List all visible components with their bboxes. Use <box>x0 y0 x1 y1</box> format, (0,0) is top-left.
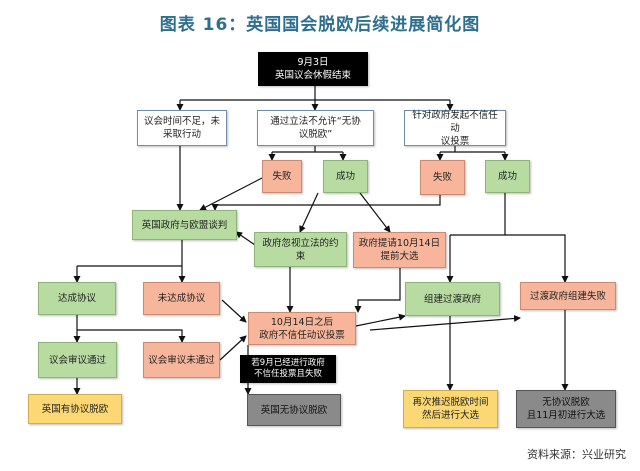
node-parl-fail: 议会审议未通过 <box>143 342 220 378</box>
connector-start-split <box>180 86 450 101</box>
node-deal-brexit: 英国有协议脱欧 <box>28 394 122 424</box>
arrow-parlfail-to-oct14 <box>219 335 247 361</box>
node-fail-1: 失败 <box>262 160 302 193</box>
node-parl-pass: 议会审议通过 <box>38 342 117 378</box>
node-oct14-vote: 10月14日之后 政府不信任动议投票 <box>248 312 356 345</box>
node-success-1: 成功 <box>323 160 368 193</box>
connector-legislate-split <box>272 146 343 153</box>
arrow-oct14-to-caretakerfail <box>369 314 521 331</box>
arrow-oct14-to-caretaker <box>355 313 406 327</box>
node-negotiate: 英国政府与欧盟谈判 <box>132 210 237 240</box>
source-note: 资料来源：兴业研究 <box>527 448 626 461</box>
node-caretaker-gov: 组建过渡政府 <box>405 282 500 316</box>
connector-negotiate-split <box>77 240 183 267</box>
node-nodeal-nov-election: 无协议脱欧 且11月初进行大选 <box>516 390 616 428</box>
node-no-deal-brexit: 英国无协议脱欧 <box>247 394 341 426</box>
node-deal-reached: 达成协议 <box>38 282 116 315</box>
connector-noconf-split <box>440 146 505 153</box>
node-success-2: 成功 <box>485 160 530 193</box>
node-note-prior-vote: 若9月已经进行政府 不信任投票且失败 <box>240 355 336 383</box>
arrow-deal-to-fail <box>77 329 186 343</box>
node-delay-election: 再次推迟脱欧时间 然后进行大选 <box>403 390 498 428</box>
node-start: 9月3日 英国议会休假结束 <box>258 52 368 86</box>
node-no-time: 议会时间不足，未 采取行动 <box>137 110 227 146</box>
arrow-election-to-oct14 <box>354 268 401 313</box>
arrow-ignore-to-negotiate <box>235 231 256 246</box>
node-ignore-law: 政府忽视立法的约束 <box>254 232 347 267</box>
arrow-success2-to-caretaker-fail <box>505 234 569 283</box>
node-no-deal-reached: 未达成协议 <box>143 282 220 315</box>
node-fail-2: 失败 <box>420 160 465 195</box>
arrow-fail1-to-negotiate <box>199 177 263 211</box>
arrow-success1-to-election <box>359 192 391 233</box>
connector-success2-down <box>450 193 506 236</box>
arrow-success1-to-ignore <box>299 192 319 233</box>
node-early-election: 政府提请10月14日 提前大选 <box>353 232 446 268</box>
node-legislate: 通过立法不允许“无协 议脱欧” <box>257 110 374 146</box>
node-caretaker-fail: 过渡政府组建失败 <box>520 282 616 310</box>
arrow-nodeal-to-oct14 <box>221 299 247 323</box>
page-title: 图表 16：英国国会脱欧后续进展简化图 <box>159 15 481 35</box>
node-no-confidence: 针对政府发起不信任动 议投票 <box>404 110 506 147</box>
arrow-fail2-to-negotiate <box>211 195 441 211</box>
